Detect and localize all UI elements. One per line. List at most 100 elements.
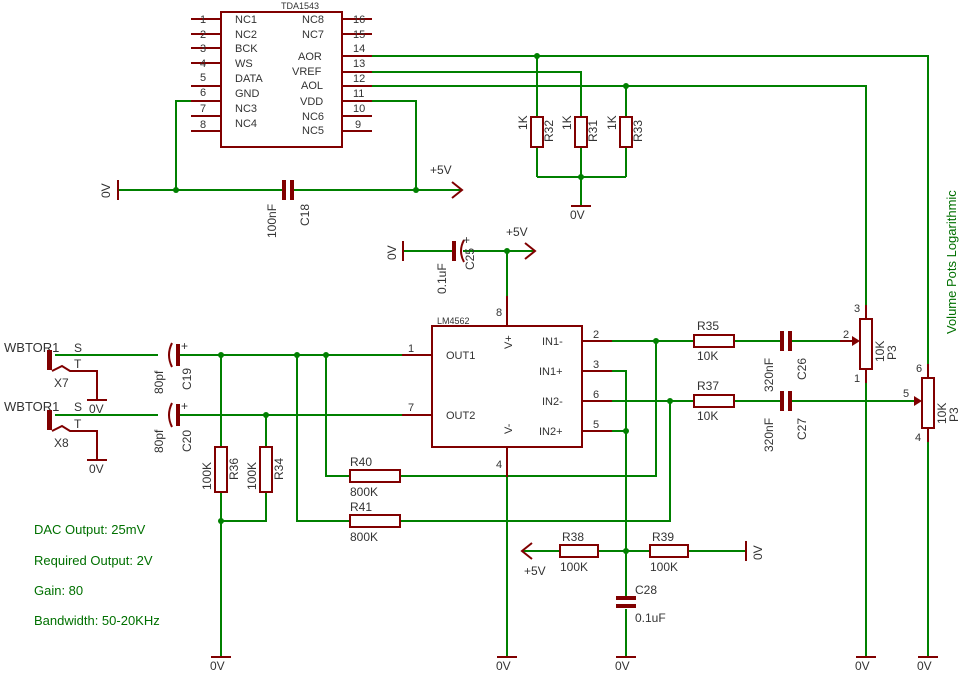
lm-pin-num: 3	[593, 359, 599, 371]
x8-pin-s: S	[74, 400, 82, 414]
p3a-value: 10K	[873, 341, 887, 362]
junction-dot	[623, 548, 629, 554]
tda-pin-name: NC1	[235, 14, 257, 26]
gnd-label: 0V	[385, 245, 399, 260]
r34-name: R34	[272, 458, 286, 480]
vcc-arrow	[520, 542, 533, 560]
gnd-label: 0V	[855, 659, 870, 673]
tda-pin-name: GND	[235, 88, 260, 100]
p3a-name: P3	[885, 345, 899, 360]
tda-pin-num: 13	[353, 58, 365, 70]
tda-pin-num: 10	[353, 103, 365, 115]
r36-name: R36	[227, 458, 241, 480]
c19-value: 80pf	[152, 370, 166, 394]
lm-pin-name: V+	[503, 335, 515, 349]
tda-pin-num: 16	[353, 14, 365, 26]
x8-tip	[51, 424, 98, 460]
p3b-body	[921, 377, 935, 429]
wires	[55, 55, 929, 657]
junction-dot	[623, 428, 629, 434]
r39-name: R39	[652, 530, 674, 544]
gnd-label: 0V	[615, 659, 630, 673]
p3a-body	[859, 318, 873, 370]
gnd-label: 0V	[496, 659, 511, 673]
junction-dot	[323, 352, 329, 358]
p3a-pin: 2	[843, 329, 849, 341]
tda-left-pins: 1 2 3 4 5 6 7 8 NC1 NC2 BCK WS DATA GND …	[191, 14, 263, 132]
wire-r41-left	[296, 355, 350, 522]
r32-name: R32	[542, 120, 556, 142]
c19-plus: +	[181, 339, 188, 353]
lm-pin-name: IN1-	[542, 336, 563, 348]
c25-name: C25	[463, 248, 477, 270]
tda-pin-name: VREF	[292, 66, 322, 78]
lm-pin-name: IN1+	[539, 366, 563, 378]
c25-value: 0.1uF	[435, 263, 449, 294]
resistors: 1K R32 1K R31 1K R33 R35 10K R37 10K 100…	[200, 115, 735, 574]
lm-pin-num: 1	[408, 343, 414, 355]
wire-r41-right	[400, 401, 671, 522]
p3b-pin: 5	[903, 388, 909, 400]
tda-pin-num: 6	[200, 87, 206, 99]
vcc-label: +5V	[430, 163, 452, 177]
r41-value: 800K	[350, 530, 378, 544]
tda-pin-name: DATA	[235, 73, 263, 85]
r40-body	[349, 469, 401, 483]
r32-body	[530, 116, 544, 148]
c20-value: 80pf	[152, 429, 166, 453]
gnd-label: 0V	[751, 545, 765, 560]
lm-pin-name: OUT1	[446, 350, 475, 362]
x8-name: WBTOR1	[4, 399, 59, 414]
c26-plate	[788, 331, 792, 351]
p3b-name: P3	[947, 407, 961, 422]
r35-name: R35	[697, 319, 719, 333]
junction-dot	[623, 83, 629, 89]
r36-value: 100K	[200, 462, 214, 490]
wire-r34-bottom	[221, 492, 267, 522]
vcc-arrow	[451, 181, 464, 199]
wire-r40-left	[325, 355, 350, 477]
lm-pin-num: 2	[593, 329, 599, 341]
r34-value: 100K	[245, 462, 259, 490]
p3a-pin: 3	[854, 303, 860, 315]
c27-plate	[780, 391, 784, 411]
tda-pin-name: AOL	[301, 80, 323, 92]
c25-plate	[452, 241, 456, 261]
gnd-label: 0V	[89, 402, 104, 416]
r34-body	[259, 446, 273, 493]
r38-body	[559, 544, 599, 558]
wire-vdd	[372, 100, 417, 190]
lm4562-name: LM4562	[437, 316, 470, 326]
x7-pin-s: S	[74, 341, 82, 355]
c19-name: C19	[180, 368, 194, 390]
power-symbols: 0V +5V 0V 0V +5V 0V 0V +5V 0V 0V 0V 0V 0…	[87, 163, 938, 673]
x8-body	[47, 410, 52, 430]
r39-body	[649, 544, 689, 558]
p3b-pin: 4	[915, 432, 921, 444]
lm4562-chip: LM4562 1 7 OUT1 OUT2 2 3 6 5 IN1- IN1+ I…	[402, 296, 612, 477]
r38-name: R38	[562, 530, 584, 544]
c20-curved-plate	[168, 402, 173, 428]
r40-name: R40	[350, 455, 372, 469]
c28-value: 0.1uF	[635, 611, 666, 625]
junction-dot	[667, 398, 673, 404]
vcc-arrow	[524, 242, 537, 260]
r37-value: 10K	[697, 409, 718, 423]
c26-name: C26	[795, 358, 809, 380]
r32-value: 1K	[516, 115, 530, 130]
connectors: WBTOR1 S T X7 WBTOR1 S T X8	[4, 340, 98, 460]
tda-pin-name: NC3	[235, 103, 257, 115]
c27-value: 320nF	[762, 418, 776, 452]
x8-pin-t: T	[74, 417, 82, 431]
c26-value: 320nF	[762, 358, 776, 392]
gnd-label: 0V	[570, 208, 585, 222]
tda-pin-num: 12	[353, 73, 365, 85]
r35-value: 10K	[697, 349, 718, 363]
tda1543-body	[220, 11, 343, 148]
tda-pin-name: VDD	[300, 96, 323, 108]
lm-pin-name: V-	[503, 423, 515, 434]
r36-body	[214, 446, 228, 493]
x7-name: WBTOR1	[4, 340, 59, 355]
tda1543-name: TDA1543	[281, 1, 319, 11]
x8-ref: X8	[54, 436, 69, 450]
